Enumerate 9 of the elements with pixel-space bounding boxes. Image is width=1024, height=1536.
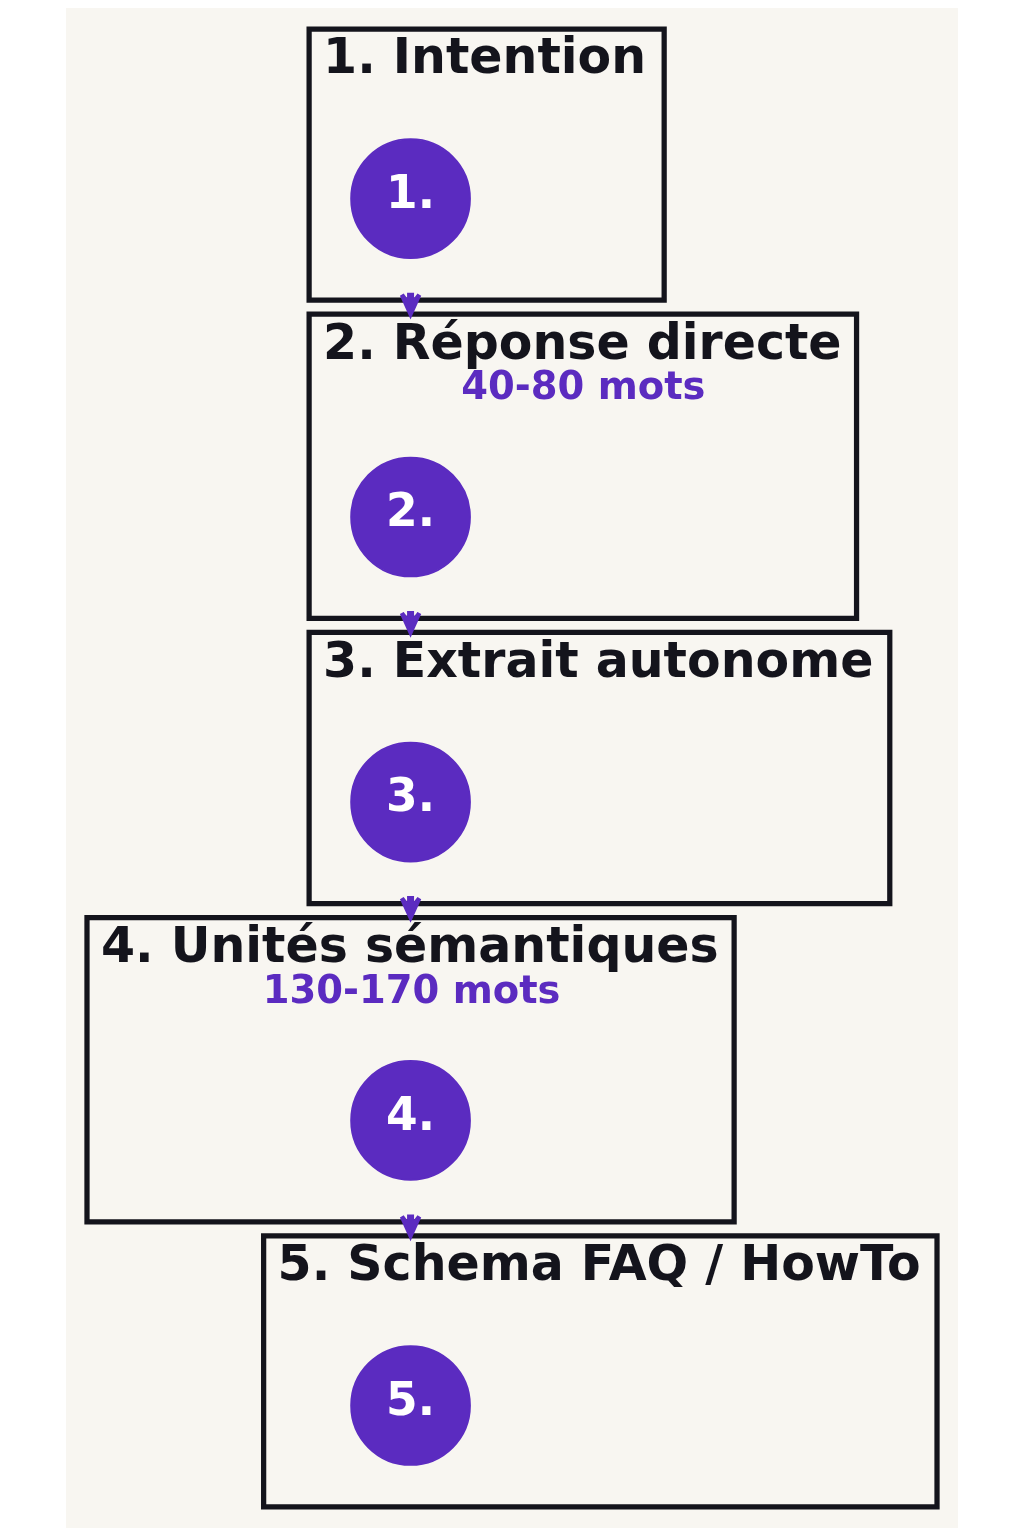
node-circle: 5. [350,1345,471,1466]
node-circle: 4. [350,1060,471,1181]
arrow [399,611,422,635]
arrow [399,1214,422,1239]
node-circle: 1. [350,138,471,260]
node-circle: 3. [350,741,471,863]
arrow [399,896,422,920]
arrow [399,292,422,317]
node-circle: 2. [350,456,471,578]
